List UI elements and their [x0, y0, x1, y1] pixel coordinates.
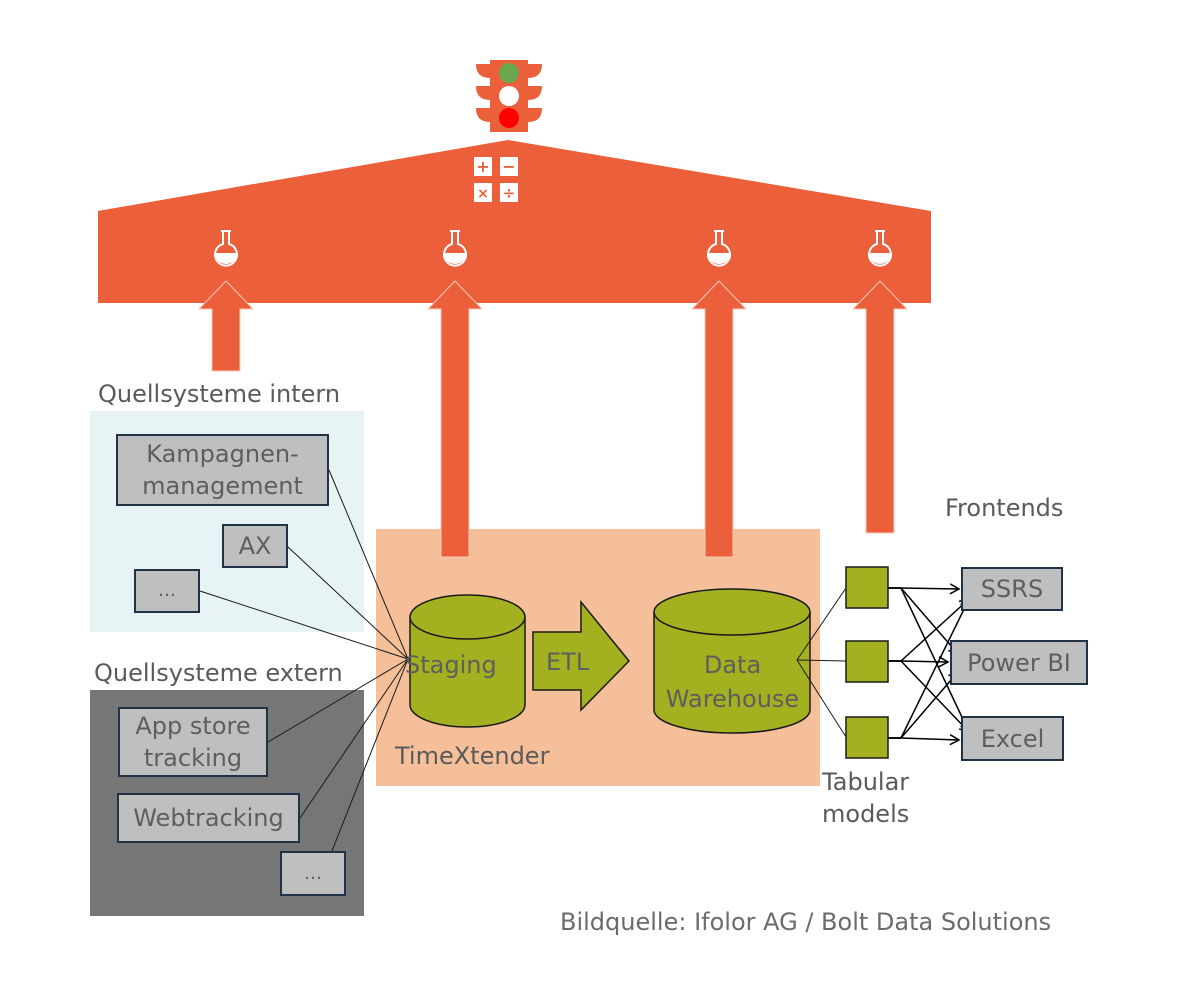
excel-label: Excel — [980, 724, 1045, 753]
tabular-models-title: Tabular models — [822, 766, 909, 830]
arrow-tabular-1-to-excel — [900, 587, 971, 734]
dwh-label-line1: Data — [703, 651, 762, 679]
internal-more-label: … — [158, 580, 176, 601]
arrow-tabular-3-to-ssrs — [900, 597, 971, 739]
system-webtracking[interactable]: Webtracking — [117, 793, 300, 843]
connector-webtracking — [299, 658, 409, 819]
frontend-ssrs[interactable]: SSRS — [961, 567, 1063, 611]
appstore-line1: App store — [135, 712, 251, 740]
kampagnen-line2: management — [142, 472, 303, 500]
calculator-icon: + − × ÷ — [474, 157, 518, 202]
connector-ax — [287, 546, 409, 660]
connector-kampagnen — [328, 469, 409, 660]
system-app-store-tracking[interactable]: App store tracking — [118, 707, 268, 777]
internal-systems-title: Quellsysteme intern — [98, 380, 341, 408]
frontends-title: Frontends — [945, 494, 1064, 522]
connector-dwh-tabular-1 — [796, 587, 847, 661]
flask-icon — [707, 230, 731, 267]
tabular-title-line1: Tabular — [822, 768, 910, 796]
frontend-power-bi[interactable]: Power BI — [950, 640, 1088, 685]
appstore-line2: tracking — [143, 744, 243, 772]
tabular-model-3[interactable] — [845, 716, 889, 759]
staging-cylinder — [409, 594, 526, 728]
plus-symbol: + — [476, 157, 489, 176]
connector-dwh-tabular-2 — [796, 659, 847, 662]
connector-intern-more — [199, 590, 409, 660]
tabular-model-2[interactable] — [845, 640, 889, 683]
flask-icon — [868, 230, 892, 267]
divide-symbol: ÷ — [503, 184, 516, 202]
dwh-connectors — [796, 587, 847, 738]
tabular-title-line2: models — [822, 800, 910, 828]
up-arrow-2 — [426, 280, 484, 558]
system-internal-more[interactable]: … — [134, 569, 200, 613]
source-connectors — [199, 469, 409, 867]
connector-extern-more — [325, 658, 409, 867]
traffic-light-icon — [476, 60, 542, 132]
traffic-light-red — [499, 108, 519, 128]
dwh-label: Data Warehouse — [650, 648, 815, 716]
up-arrow-4 — [851, 280, 909, 534]
ssrs-label: SSRS — [980, 575, 1044, 603]
system-kampagnenmanagement[interactable]: Kampagnen- management — [116, 434, 329, 506]
up-arrow-1 — [197, 280, 255, 372]
etl-label: ETL — [546, 648, 590, 676]
arrow-tabular-2-to-ssrs — [900, 597, 971, 662]
frontend-excel[interactable]: Excel — [961, 716, 1064, 761]
data-warehouse-cylinder — [653, 588, 811, 734]
arrow-tabular-2-to-power-bi — [900, 656, 950, 668]
flask-icon — [214, 230, 238, 267]
connector-appstore — [267, 658, 409, 743]
webtracking-label: Webtracking — [133, 804, 284, 832]
arrow-tabular-2-to-excel — [900, 660, 971, 734]
arrow-tabular-1-to-power-bi — [900, 587, 960, 656]
minus-symbol: − — [502, 157, 515, 176]
arrow-tabular-3-to-excel — [900, 734, 961, 746]
arrow-tabular-3-to-power-bi — [900, 670, 960, 739]
flask-icon — [443, 230, 467, 267]
timextender-title: TimeXtender — [395, 742, 550, 770]
powerbi-label: Power BI — [967, 648, 1071, 677]
kampagnen-line1: Kampagnen- — [146, 440, 299, 468]
connector-dwh-tabular-3 — [796, 659, 847, 738]
traffic-light-white — [499, 86, 519, 106]
multiply-symbol: × — [477, 186, 489, 202]
up-arrow-3 — [690, 280, 748, 558]
arrow-tabular-1-to-ssrs — [900, 583, 961, 595]
staging-label: Staging — [405, 651, 497, 679]
system-ax[interactable]: AX — [222, 524, 288, 568]
traffic-light-green — [499, 63, 519, 83]
system-external-more[interactable]: … — [280, 851, 346, 896]
etl-arrow — [532, 599, 631, 712]
dwh-label-line2: Warehouse — [665, 685, 800, 713]
tabular-model-1[interactable] — [845, 566, 889, 609]
ax-label: AX — [238, 532, 272, 560]
image-source-note: Bildquelle: Ifolor AG / Bolt Data Soluti… — [560, 908, 1052, 936]
external-systems-title: Quellsysteme extern — [94, 659, 343, 687]
external-more-label: … — [304, 863, 322, 884]
